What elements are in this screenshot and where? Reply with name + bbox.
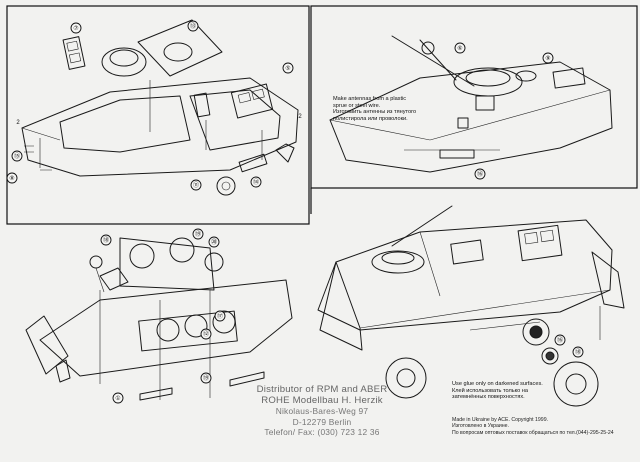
glue-note: Use glue only on darkened surfaces. Клей…	[452, 381, 543, 401]
part-callouts-bottom-right: ⑱ ⑯	[554, 334, 584, 358]
assembled-vehicle-view	[317, 205, 625, 407]
panel-frame-top-left	[6, 5, 310, 225]
part-number: 2	[298, 114, 302, 120]
distributor-line2: ROHE Modellbau H. Herzik	[261, 394, 383, 406]
part-number: ⑦	[73, 25, 78, 32]
antenna-note-ru-line2: полистирола или проволоки.	[333, 115, 408, 122]
part-callouts-bottom-left: ⑲ ⑳ ⑱ ⑰ ⑫ ① ⑲	[100, 228, 226, 404]
part-number: ⑱	[575, 348, 581, 356]
distributor-line5: Telefon/ Fax: (030) 723 12 36	[264, 427, 380, 437]
copyright-line3: По вопросам оптовых поставок обращаться …	[452, 429, 614, 436]
part-number: ⑧	[9, 175, 14, 182]
part-number: ⑨	[545, 55, 550, 62]
copyright-line1: Made in Ukraine by ACE. Copyright 1999.	[452, 417, 549, 423]
antenna-note-en-line2: sprue or steel wire.	[333, 102, 381, 109]
antenna-note-en-line1: Make antennas from a plastic	[333, 96, 407, 102]
part-number: ⑰	[217, 312, 223, 320]
part-number: ①	[115, 395, 120, 402]
part-number: ⑤	[285, 65, 290, 72]
hull-upper-exploded-view	[21, 19, 299, 196]
part-number: ⑳	[211, 238, 217, 246]
distributor-line4: D-12279 Berlin	[292, 416, 352, 427]
part-number: ⑮	[14, 152, 20, 160]
copyright-block: Made in Ukraine by ACE. Copyright 1999. …	[452, 417, 614, 436]
part-number: ⑪	[193, 181, 199, 189]
hull-front-antenna-view	[329, 35, 613, 173]
glue-note-ru-line2: затемнённых поверхностях.	[452, 394, 525, 401]
part-number: ⑱	[103, 236, 109, 244]
part-callouts-top-right: ⑥ ⑯ ⑨	[454, 42, 554, 180]
part-number: ⑲	[195, 230, 201, 238]
antenna-note-ru-line1: Изготовить антенны из тянутого	[333, 109, 417, 116]
part-callouts-top-left: ⑬ ⑦ ⑤ 2 2 ⑮ ⑪ ⑭ ⑧	[6, 20, 302, 191]
distributor-line3: Nikolaus-Bares-Weg 97	[275, 406, 369, 416]
part-number: ⑲	[203, 374, 209, 382]
glue-note-ru-line1: Клей использовать только на	[452, 387, 529, 394]
distributor-stamp: Distributor of RPM and ABER ROHE Modellb…	[222, 384, 422, 438]
part-number: ⑯	[477, 170, 483, 178]
distributor-line1: Distributor of RPM and ABER	[256, 384, 388, 395]
copyright-line2: Изготовлено в Украине.	[452, 423, 509, 430]
part-number: ⑫	[203, 330, 209, 338]
glue-note-en-line1: Use glue only on darkened surfaces.	[452, 381, 543, 387]
lower-hull-exploded-view	[25, 237, 293, 401]
antenna-note: Make antennas from a plastic sprue or st…	[333, 96, 416, 122]
panel-frame-top-right	[310, 5, 638, 189]
part-number: ⑯	[557, 336, 563, 344]
hatch-plate	[137, 19, 223, 77]
part-number: ⑥	[457, 45, 462, 52]
part-number: 2	[16, 120, 20, 126]
part-number: ⑬	[190, 22, 196, 30]
part-number: ⑭	[253, 178, 259, 186]
